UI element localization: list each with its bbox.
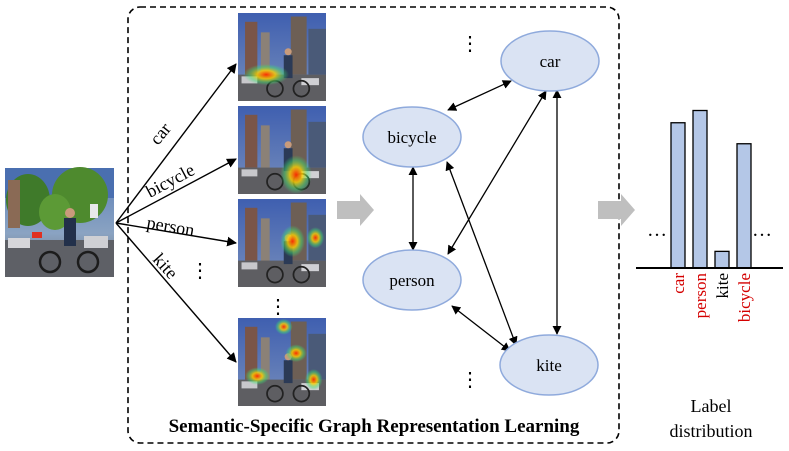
edge-label-bicycle: bicycle [142,159,197,201]
distribution-label-bicycle: bicycle [735,273,754,322]
distribution-bar-bicycle [736,143,752,269]
distribution-label-kite: kite [713,273,732,299]
distribution-caption-line1: Label [691,396,732,416]
distribution-caption-line2: distribution [669,421,752,441]
input-image-photo [5,167,114,277]
module-caption: Semantic-Specific Graph Representation L… [169,416,580,437]
distribution-ellipsis-right: … [752,219,772,241]
ellipsis-graph-top: ⋮ [460,33,480,55]
edge-label-kite: kite [149,249,182,282]
gray-arrow-to-distribution [598,194,635,226]
distribution-label-person: person [691,273,710,319]
gray-arrow-into-graph [337,194,374,226]
attention-map-bicycle-thumb [238,106,326,194]
node-bicycle: bicycle [362,106,462,168]
ellipsis-thumb-column: ⋮ [268,296,288,318]
node-car: car [500,30,600,92]
attention-map-person-thumb [238,199,326,287]
ellipsis-graph-bottom: ⋮ [460,369,480,391]
attention-map-car-thumb [238,13,326,101]
graph-edges [408,80,562,352]
distribution-bar-kite [714,250,730,269]
node-person: person [362,249,462,311]
module-frame [127,6,620,444]
fan-out-arrows [115,63,237,363]
distribution-bar-person [692,109,708,269]
edge-label-car: car [146,119,175,149]
distribution-label-car: car [669,273,688,294]
ellipsis-thumb-side: ⋮ [190,260,210,282]
node-kite: kite [499,334,599,396]
node-person-label: person [389,271,435,290]
distribution-ellipsis-left: … [647,219,667,241]
attention-map-kite-thumb [238,318,326,406]
node-car-label: car [540,52,561,71]
edge-label-person: person [145,212,196,240]
node-kite-label: kite [536,356,562,375]
node-bicycle-label: bicycle [387,128,436,147]
distribution-bar-car [670,122,686,269]
